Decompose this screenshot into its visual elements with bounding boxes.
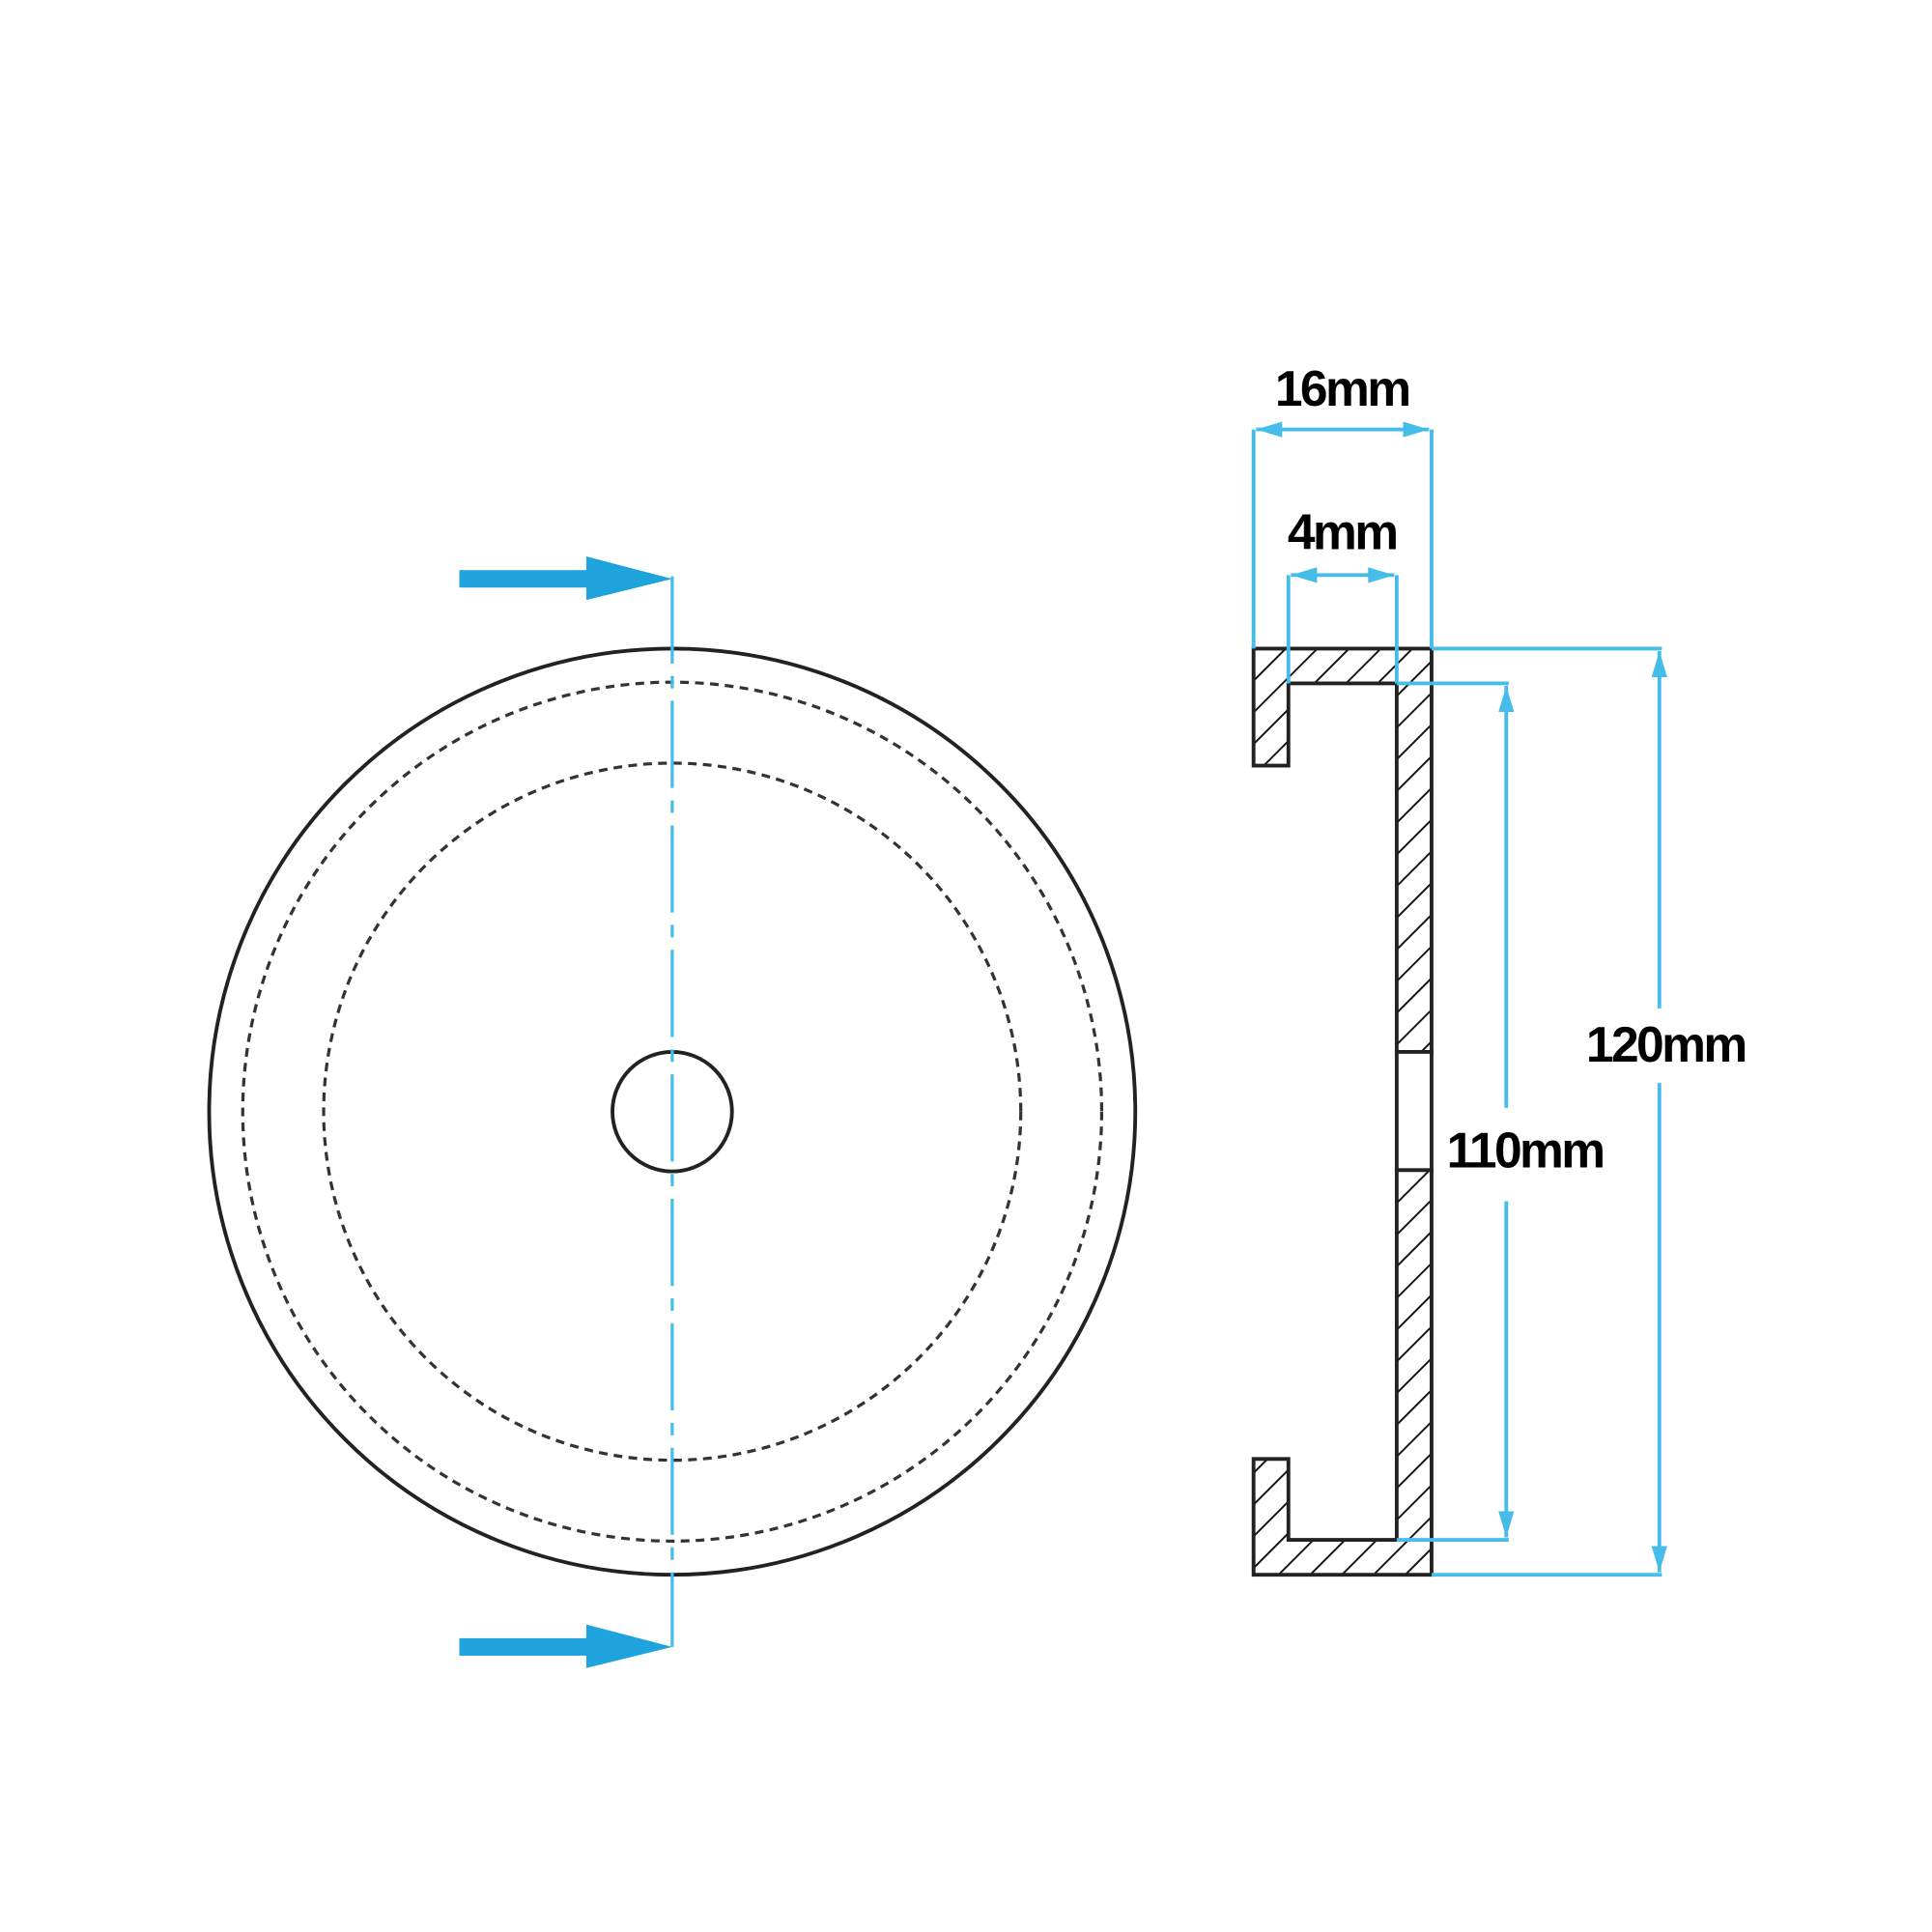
section-web-gap <box>1394 1049 1434 1173</box>
section-view <box>1251 646 1434 1577</box>
section-arrow-top-icon <box>459 556 672 601</box>
section-top-flange <box>1251 646 1434 1054</box>
label-110mm: 110mm <box>1447 1122 1604 1179</box>
section-bottom-flange <box>1251 1168 1434 1577</box>
label-16mm: 16mm <box>1275 360 1409 416</box>
label-120mm: 120mm <box>1586 1016 1746 1072</box>
section-arrow-bottom-icon <box>459 1624 672 1668</box>
label-4mm: 4mm <box>1288 503 1397 559</box>
hidden-line-circle-inner <box>322 761 1023 1463</box>
front-view <box>207 556 1138 1668</box>
dimension-lines <box>1251 421 1667 1577</box>
